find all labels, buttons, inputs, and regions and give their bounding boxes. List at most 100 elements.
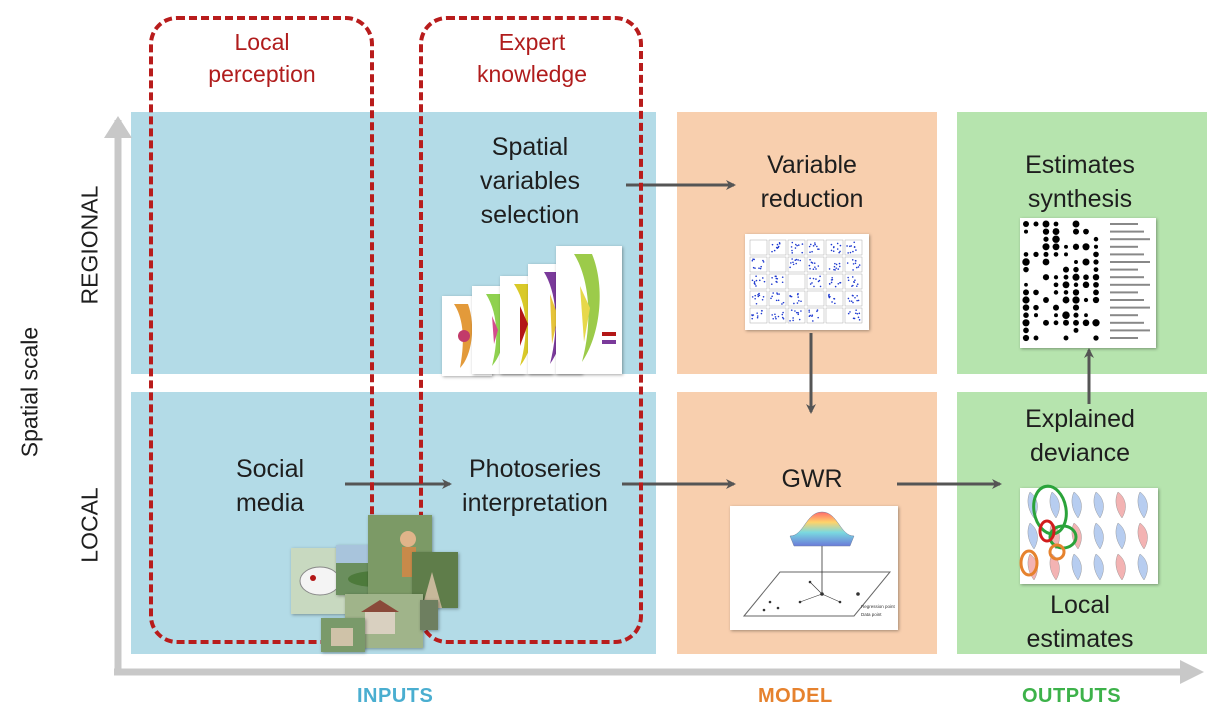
synthesis-dot [1053,282,1059,288]
scatter-cell [844,307,863,324]
scatter-dot [762,259,764,262]
scatter-dot [800,310,802,312]
scatter-cell [825,273,844,290]
scatter-dot [808,311,811,313]
scatter-dot [854,279,856,282]
scatter-dot [790,295,793,298]
synthesis-variable-label-line [1110,314,1138,317]
synthesis-dot [1053,290,1059,295]
synthesis-dot [1022,334,1030,342]
scatter-dot [811,314,814,317]
scatter-dot [838,262,841,265]
explained-deviance-label: Explained deviance [1025,405,1135,467]
synthesis-dot [1073,282,1079,288]
scatter-dot [812,320,814,322]
synthesis-dot [1053,252,1059,257]
scatter-dot [854,262,857,265]
scatter-dot [770,283,773,285]
scatter-cell [844,239,863,256]
scatter-dot [773,249,776,252]
synthesis-dot [1073,327,1079,333]
synthesis-variable-label-line [1110,223,1138,225]
scatter-dot [851,276,854,278]
scatter-dot [858,319,861,321]
scatter-dot [835,263,838,266]
synthesis-dot [1023,289,1029,296]
x-axis-arrowhead [1180,660,1204,684]
scatter-dot [793,302,795,305]
scatter-dot [794,310,796,312]
model-column-label: MODEL [758,685,833,707]
scatter-cell [768,256,787,273]
local-estimate-map [1093,553,1104,581]
scatter-dot [811,282,813,284]
scatter-dot [851,294,854,297]
scatter-dot [775,299,778,302]
scatter-dot [854,296,856,299]
scatter-dot [757,295,760,298]
scatter-dot [799,259,802,262]
synthesis-dot [1064,252,1068,257]
scatter-cell [825,307,844,324]
synthesis-dot [1033,251,1039,258]
scatter-dot [855,249,857,251]
scatter-dot [808,309,810,312]
synthesis-dot [1023,252,1029,257]
synthesis-dot [1082,243,1090,251]
scatter-cell [768,273,787,290]
scatter-dot [794,243,797,246]
scatter-dot [855,309,857,311]
scatter-cell [749,307,768,324]
local-estimate-map [1071,553,1082,581]
scatter-dot [795,262,798,265]
scatter-dot [856,312,859,315]
synthesis-dot [1043,251,1049,257]
scatter-cell [787,256,806,273]
synthesis-dot [1023,266,1029,273]
local-estimate-map [1115,553,1126,581]
scatter-dot [792,319,794,322]
scatter-dot [795,258,798,261]
scatter-dot [756,312,758,314]
synthesis-dot [1092,319,1100,327]
synthesis-dot [1022,258,1030,266]
highlight-orange-right [1048,543,1066,561]
scatter-dot [777,299,780,302]
synthesis-dot [1093,259,1099,265]
scatter-dot [853,317,856,320]
scatter-dot [837,282,840,285]
synthesis-dot [1042,258,1050,266]
scatter-dot [790,262,792,264]
scatter-dot [808,245,811,248]
scatter-dot [839,250,841,253]
scatter-dot [838,265,841,268]
photo-river [412,552,458,608]
scatter-dot [771,314,773,316]
scatter-dot [771,276,773,279]
scatter-dot [797,313,800,316]
scatter-dot [856,285,858,287]
scatter-dot [758,294,761,297]
synthesis-variable-label-line [1110,261,1150,263]
scatter-dot [789,266,791,269]
scatter-dot [775,246,778,249]
scatter-dot [832,250,835,253]
synthesis-dot [1043,319,1049,326]
map-thumb-5 [556,246,622,374]
synthesis-dot [1072,220,1080,228]
scatter-dot [856,299,858,302]
synthesis-dot [1072,243,1080,250]
scatter-cell [806,290,825,307]
synthesis-dot [1033,313,1039,318]
photoseries-interpretation-label: Photoseries interpretation [462,455,608,517]
synthesis-dot [1072,296,1080,304]
synthesis-dot [1064,244,1068,249]
synthesis-dot [1022,319,1030,327]
estimates-dot-matrix-image [1020,218,1156,348]
scatter-dot [814,266,816,268]
local-estimate-map [1137,522,1148,550]
scatter-dot [797,296,799,298]
scatter-dot [817,316,819,319]
scatter-dot [798,299,800,302]
